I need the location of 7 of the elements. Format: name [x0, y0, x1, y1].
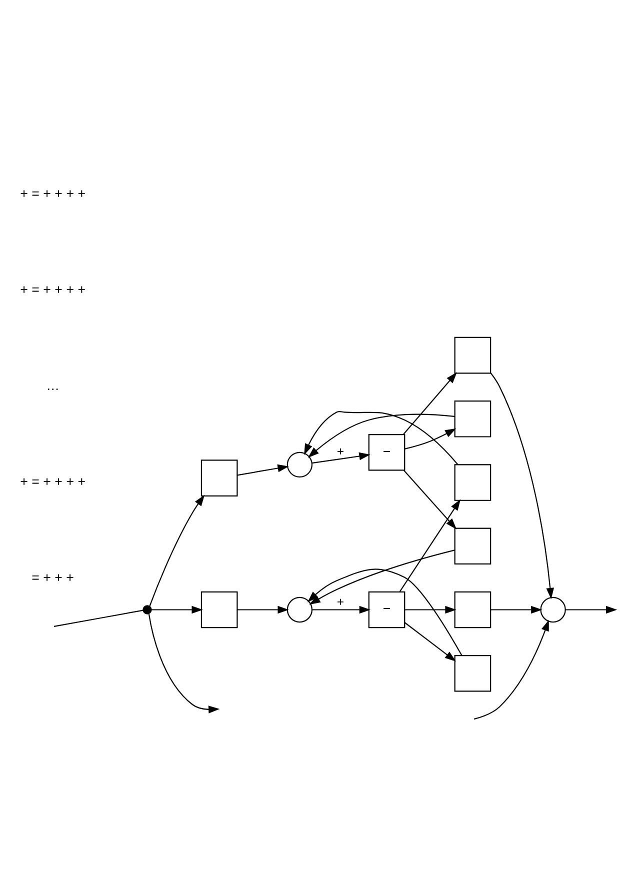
label: = + + +: [32, 569, 74, 584]
label: + = + + + +: [20, 282, 86, 296]
label: + = + + + +: [20, 186, 86, 201]
label: + = + + + +: [20, 473, 86, 488]
label: …: [46, 377, 60, 392]
edge-label: +: [336, 444, 344, 458]
edge-label: +: [336, 594, 344, 609]
